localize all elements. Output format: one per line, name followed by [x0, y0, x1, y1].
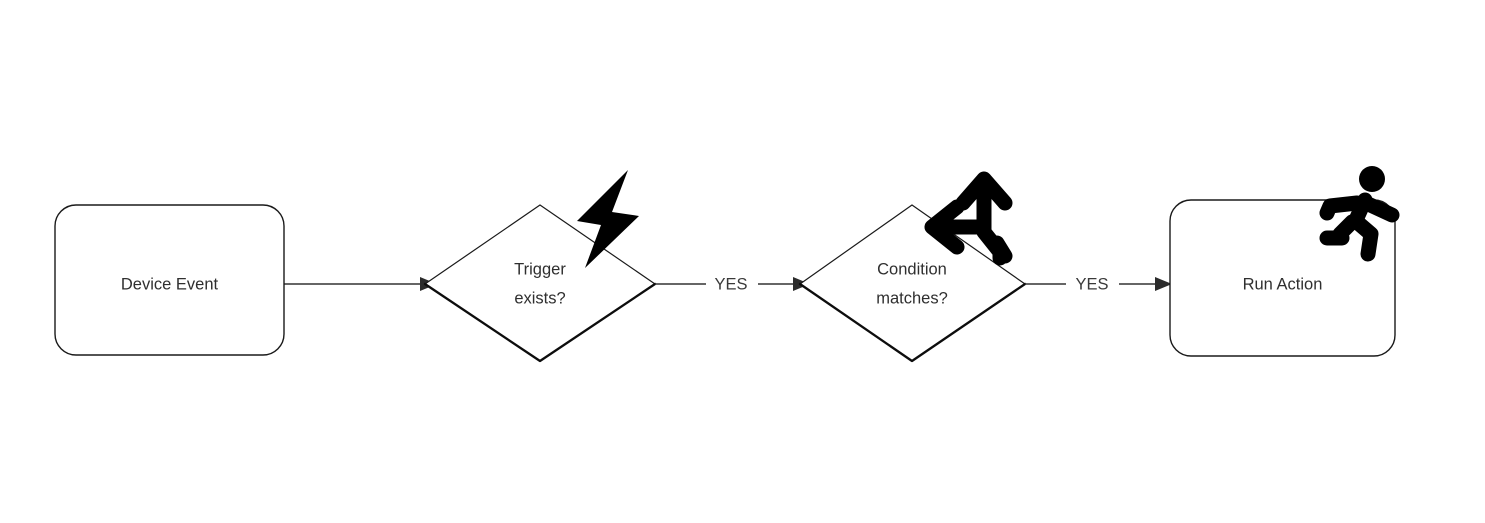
edge-trigger-to-condition: YES	[655, 275, 810, 293]
trigger-exists-label-line1: Trigger	[514, 260, 566, 278]
node-trigger-exists[interactable]: Trigger exists?	[423, 204, 657, 363]
condition-matches-label-line2: matches?	[876, 289, 948, 307]
device-event-box[interactable]	[54, 204, 285, 356]
condition-matches-label-line1: Condition	[877, 260, 947, 278]
edge-3-label-yes: YES	[1075, 275, 1108, 293]
edge-condition-to-run-action: YES	[1025, 275, 1172, 293]
run-action-label: Run Action	[1243, 275, 1323, 293]
condition-matches-diamond-emphasis	[798, 282, 1027, 363]
trigger-exists-diamond-emphasis	[423, 282, 657, 363]
edge-3-arrowhead-icon	[1155, 277, 1172, 291]
running-person-icon	[1319, 166, 1400, 262]
node-device-event[interactable]: Device Event	[54, 204, 285, 356]
edge-2-label-yes: YES	[714, 275, 747, 293]
node-condition-matches[interactable]: Condition matches?	[798, 204, 1027, 363]
trigger-exists-label-line2: exists?	[514, 289, 565, 307]
branch-arrows-icon	[924, 171, 1013, 266]
edge-device-event-to-trigger	[284, 277, 437, 291]
lightning-bolt-icon	[577, 170, 639, 268]
device-event-label: Device Event	[121, 275, 219, 293]
